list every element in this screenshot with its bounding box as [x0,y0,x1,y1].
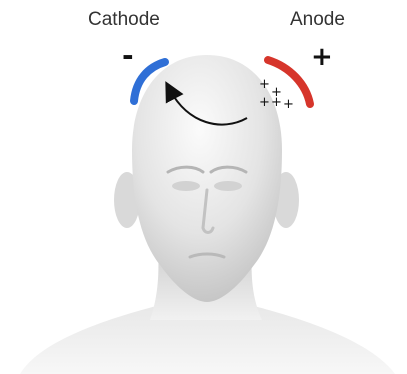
cathode-label: Cathode [88,10,160,29]
cathode-sign: - [122,42,134,70]
positive-charges: + + + + + [259,77,294,112]
charge-3: + [259,95,270,110]
charge-5: + [283,97,294,112]
charge-4: + [271,95,282,110]
right-eye [214,181,242,191]
charge-1: + [259,77,270,92]
head [132,55,282,302]
anode-label: Anode [290,10,345,29]
left-eye [172,181,200,191]
anode-sign: + [311,44,333,70]
